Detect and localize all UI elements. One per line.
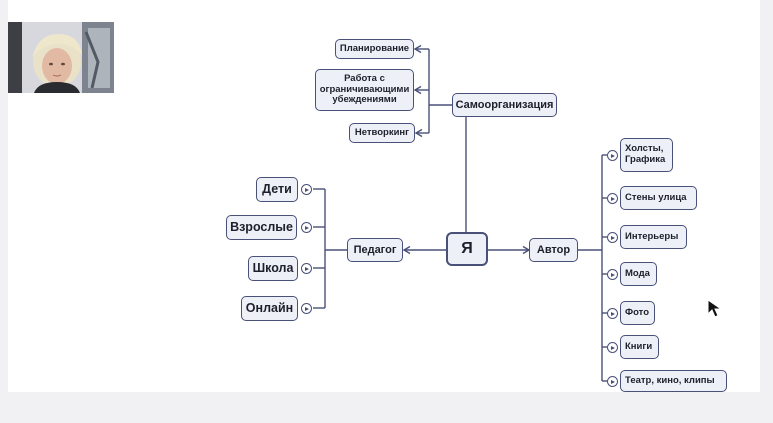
webcam-feed-thumbnail (8, 22, 114, 93)
node-teacher[interactable]: Педагог (347, 238, 403, 262)
collapse-triangle-icon[interactable] (607, 150, 618, 161)
collapse-triangle-icon[interactable] (607, 193, 618, 204)
node-street-walls[interactable]: Стены улица (620, 186, 697, 210)
node-theatre-film-clips[interactable]: Театр, кино, клипы (620, 370, 727, 392)
mindmap-canvas: Я Самоорганизация Планирование Работа с … (8, 0, 760, 392)
node-children[interactable]: Дети (256, 177, 298, 202)
collapse-triangle-icon[interactable] (607, 376, 618, 387)
collapse-triangle-icon[interactable] (607, 232, 618, 243)
node-fashion[interactable]: Мода (620, 262, 657, 286)
collapse-triangle-icon[interactable] (607, 342, 618, 353)
node-limiting-beliefs[interactable]: Работа с ограничивающими убеждениями (315, 69, 414, 111)
node-online[interactable]: Онлайн (241, 296, 298, 321)
connector-arrowhead (402, 245, 411, 255)
node-photo[interactable]: Фото (620, 301, 655, 325)
node-networking[interactable]: Нетворкинг (349, 123, 415, 143)
mouse-pointer-icon (707, 299, 723, 318)
connector-arrowhead (413, 44, 422, 54)
node-planning[interactable]: Планирование (335, 39, 414, 59)
collapse-triangle-icon[interactable] (607, 269, 618, 280)
node-canvases-graphics[interactable]: Холсты, Графика (620, 138, 673, 172)
node-center[interactable]: Я (446, 232, 488, 266)
connector-arrowhead (413, 85, 422, 95)
collapse-triangle-icon[interactable] (301, 263, 312, 274)
node-interiors[interactable]: Интерьеры (620, 225, 687, 249)
collapse-triangle-icon[interactable] (301, 303, 312, 314)
node-self-organization[interactable]: Самоорганизация (452, 93, 557, 117)
node-books[interactable]: Книги (620, 335, 659, 359)
node-school[interactable]: Школа (248, 256, 298, 281)
collapse-triangle-icon[interactable] (607, 308, 618, 319)
node-author[interactable]: Автор (529, 238, 578, 262)
collapse-triangle-icon[interactable] (301, 184, 312, 195)
collapse-triangle-icon[interactable] (301, 222, 312, 233)
node-adults[interactable]: Взрослые (226, 215, 297, 240)
connector-arrowhead (414, 128, 423, 138)
